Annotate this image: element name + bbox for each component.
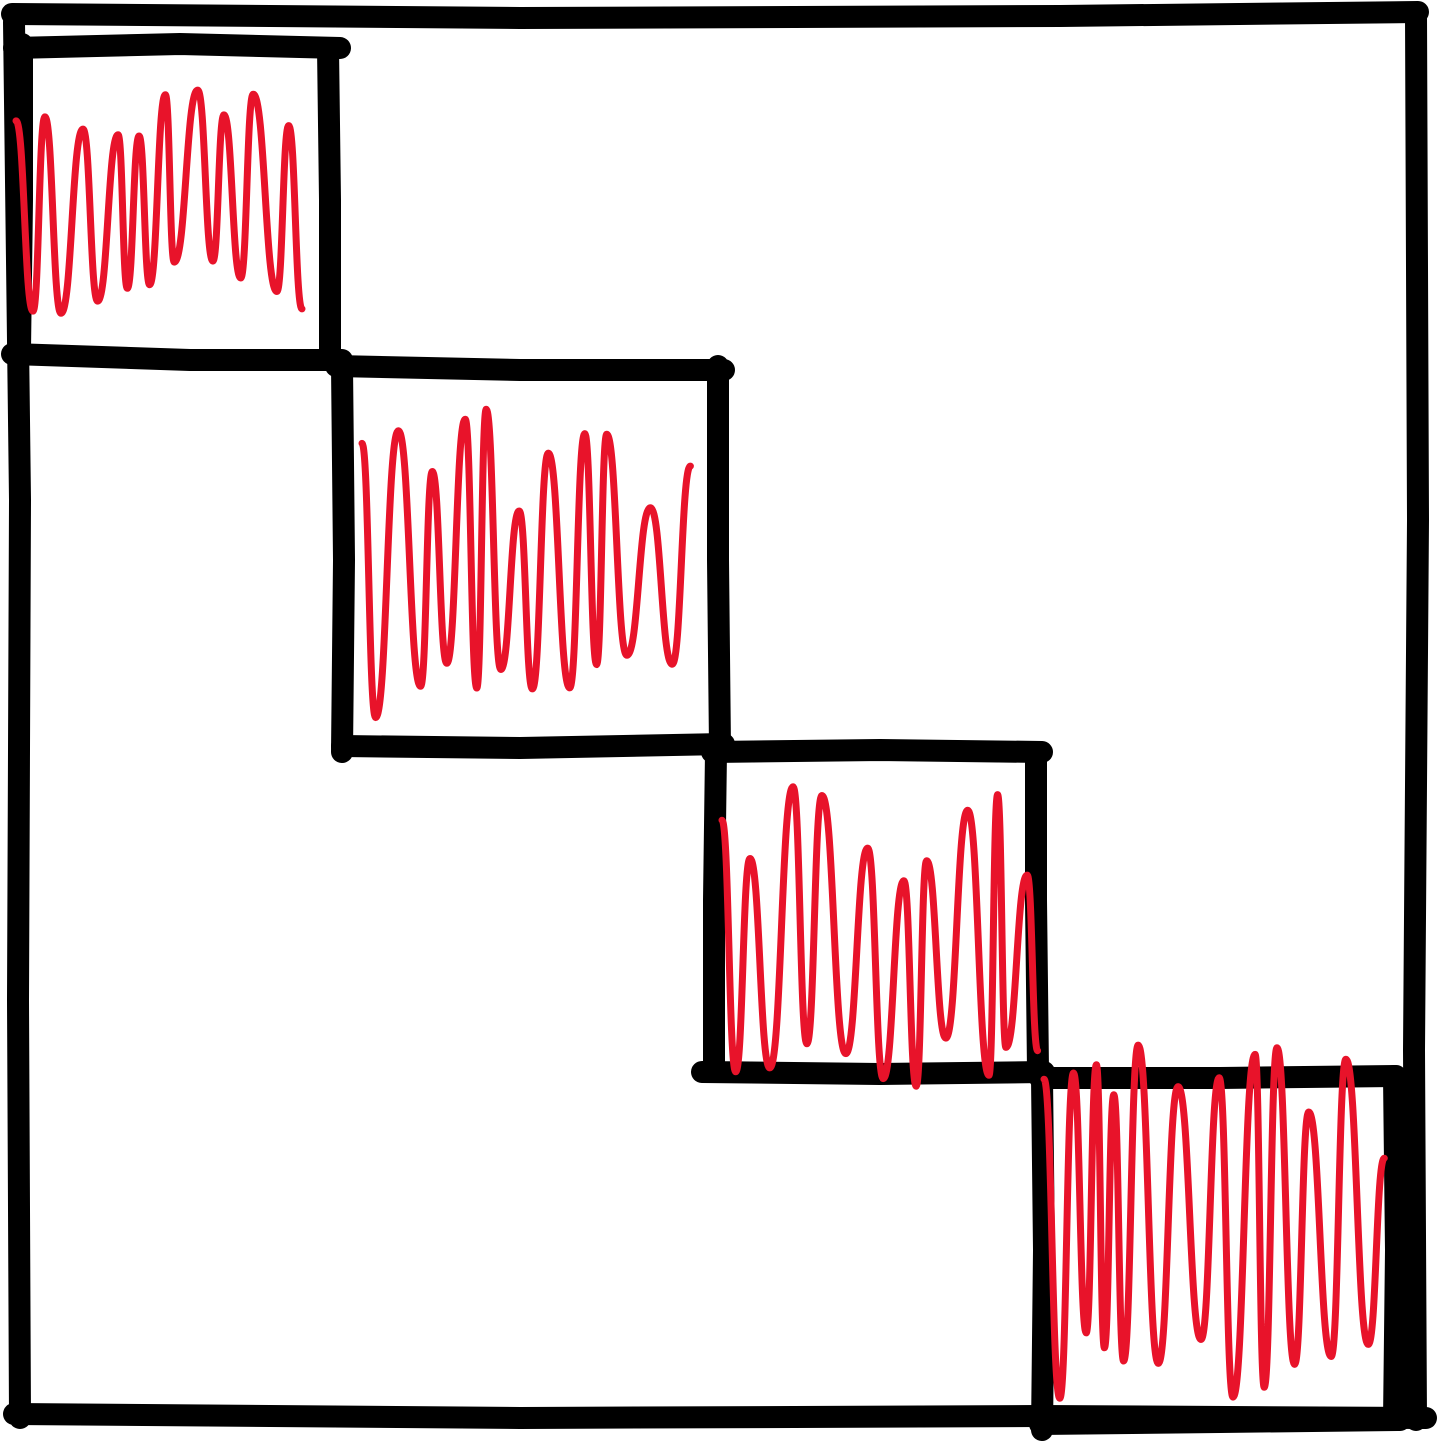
block-3-scribble: [718, 783, 1042, 1090]
block-4-scribble: [1040, 1041, 1388, 1402]
frame-top-edge: [1, 1, 1429, 29]
block-1-scribble: [12, 86, 306, 317]
block-2-outline: [325, 355, 735, 763]
block-2-scribble: [358, 405, 694, 722]
block-fill-scribbles: [12, 86, 1388, 1402]
frame-right-edge: [1403, 3, 1429, 1431]
